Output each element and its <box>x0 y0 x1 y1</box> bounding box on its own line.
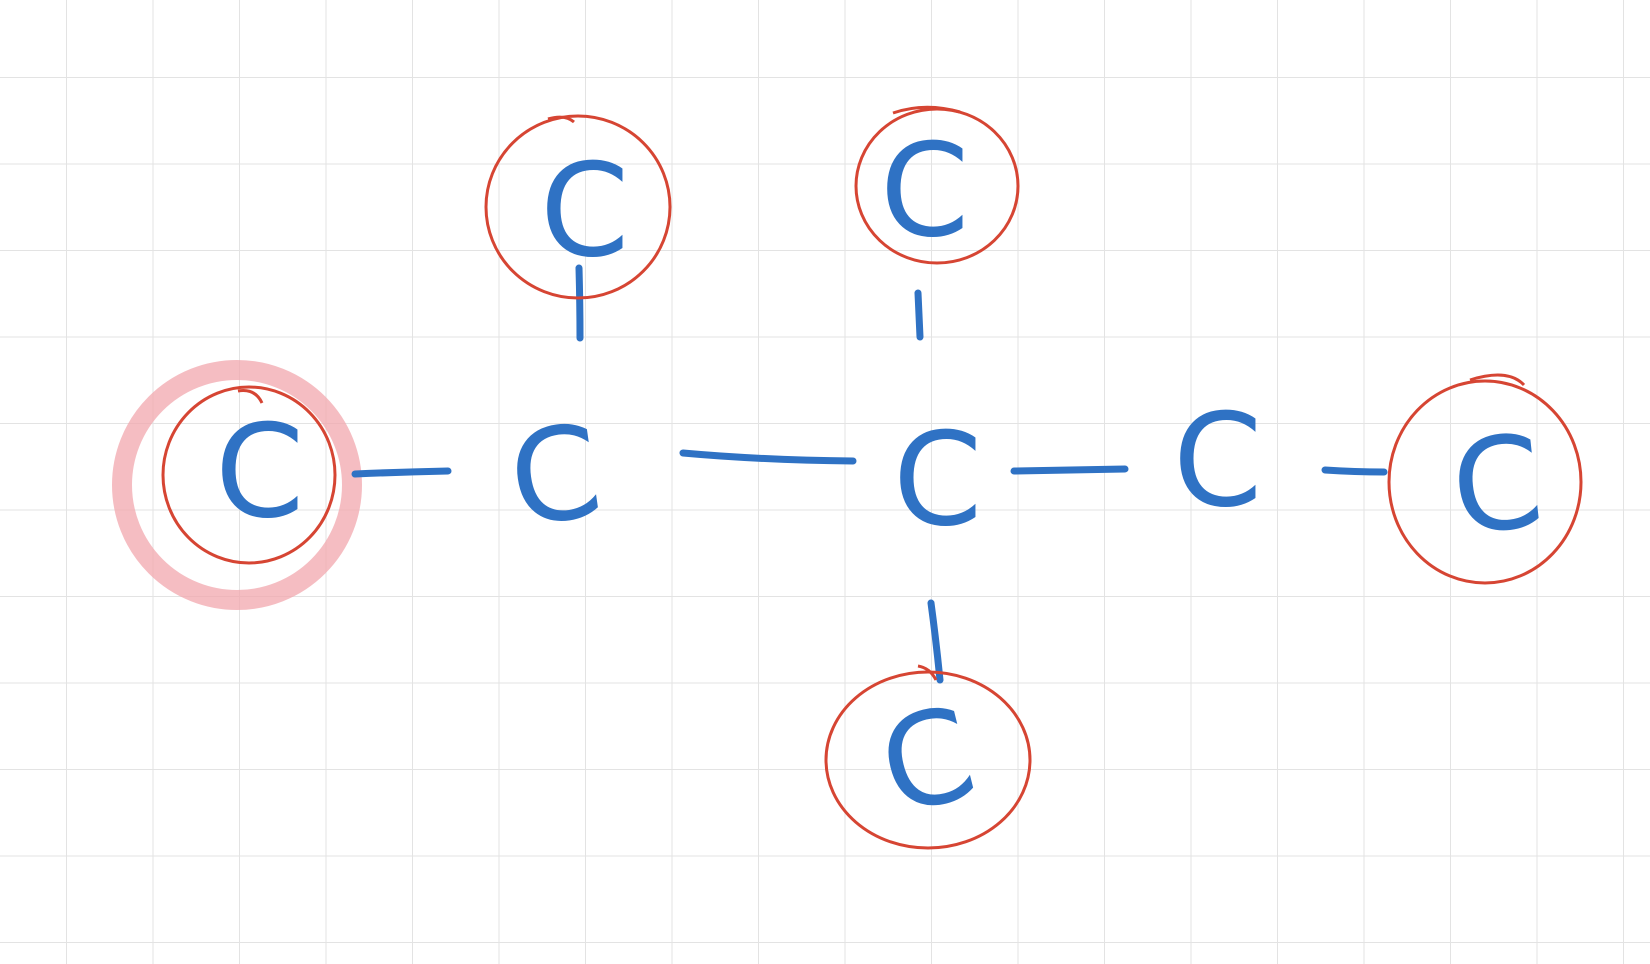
circle-c-left-tail <box>237 389 264 404</box>
circle-c-right-tail <box>1469 373 1526 387</box>
atom-c-4: C <box>1173 387 1262 536</box>
circle-c-left <box>161 385 337 565</box>
bond-c-center-c-top-2 <box>914 289 924 341</box>
atom-c-top-2: C <box>880 117 969 266</box>
atom-circles <box>161 105 1583 850</box>
bond-c-4-c-right <box>1321 466 1388 476</box>
atom-c-center: C <box>893 406 982 555</box>
bond-c-2-c-top-1 <box>575 264 584 342</box>
bond-c-left-c-2 <box>351 467 452 478</box>
bond-c-center-c-bottom <box>927 599 944 684</box>
bond-c-2-c-center <box>679 449 857 465</box>
bond-c-center-c-4 <box>1010 465 1129 475</box>
circle-c-top-1-tail <box>547 115 575 124</box>
circle-c-right <box>1387 379 1583 585</box>
atom-c-bottom: C <box>866 678 989 844</box>
atom-c-right: C <box>1445 407 1549 565</box>
circle-c-top-2-tail <box>892 105 961 115</box>
circle-c-top-1 <box>484 114 672 300</box>
atom-labels: C C C C C C C C <box>215 117 1550 845</box>
highlight-ring-c-left <box>112 360 362 610</box>
atom-c-2: C <box>501 397 610 557</box>
circle-c-bottom-tail <box>917 664 938 681</box>
atom-c-left: C <box>215 398 304 547</box>
atom-c-top-1: C <box>540 137 629 286</box>
